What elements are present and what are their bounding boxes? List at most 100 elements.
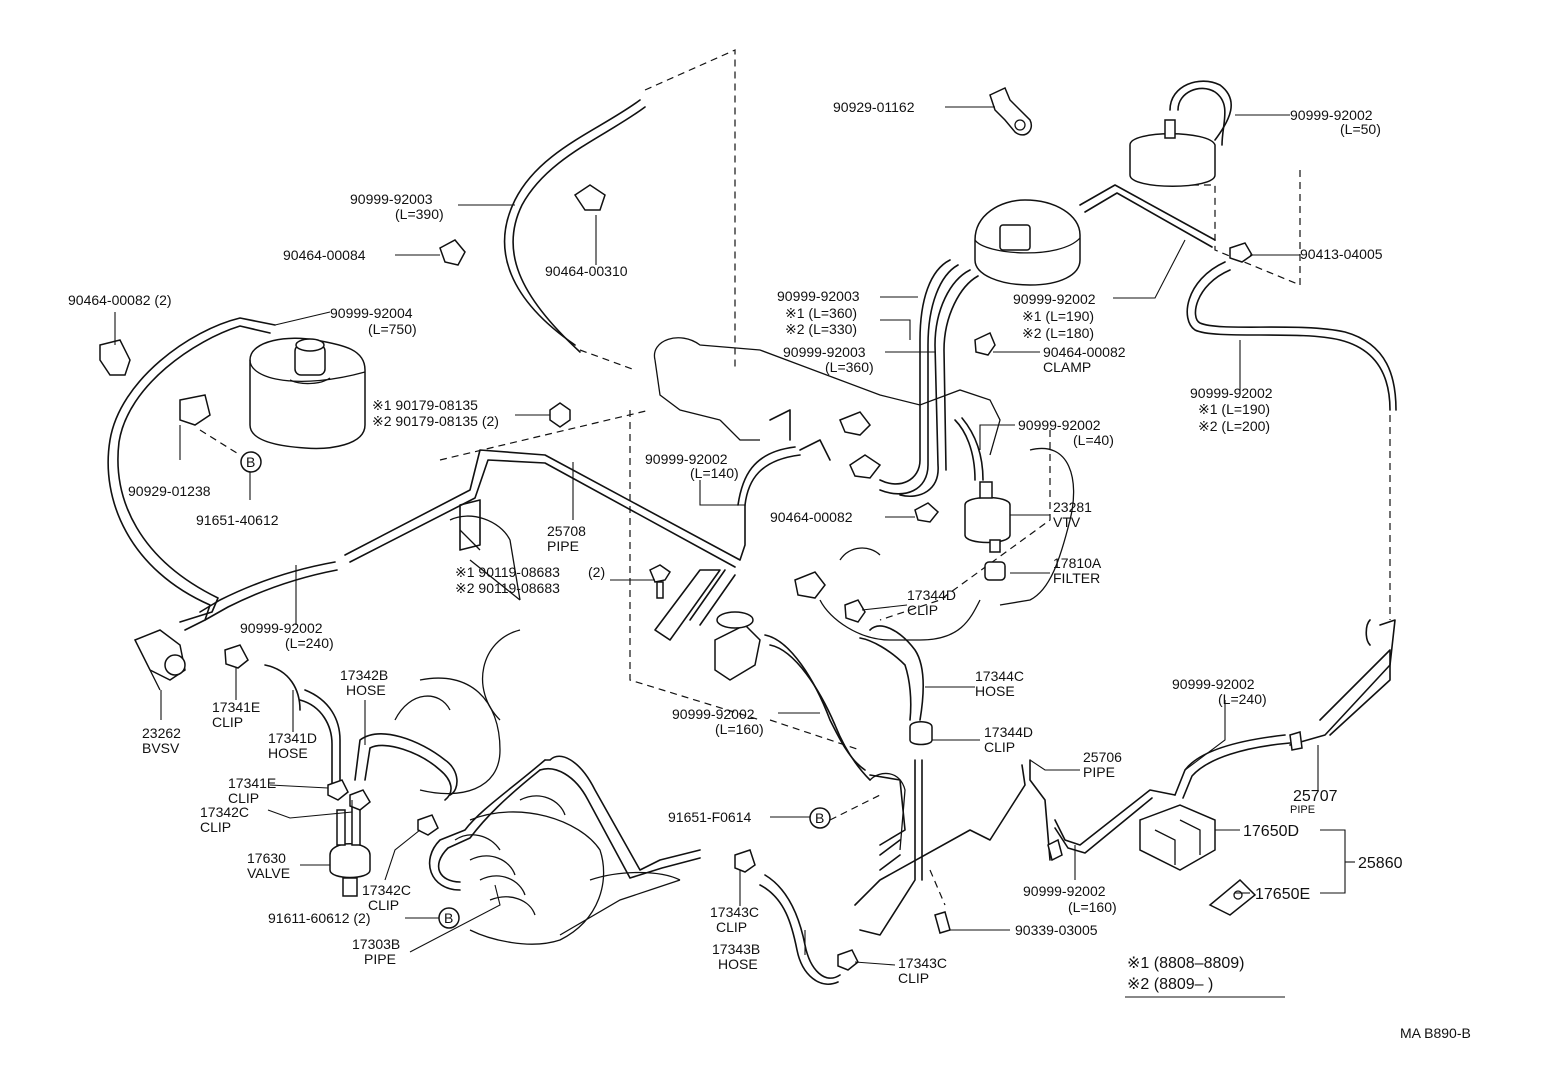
- label-m2-l180: ※2 (L=180): [1022, 325, 1094, 341]
- label-clip-17343c-a: CLIP: [716, 919, 747, 935]
- label-hose-17341d: HOSE: [268, 745, 308, 761]
- label-90999-92004: 90999-92004: [330, 305, 413, 321]
- label-91651-40612: 91651-40612: [196, 512, 279, 528]
- legend: ※1 (8808–8809) ※2 (8809– ): [1127, 955, 1245, 993]
- label-pipe-25706: PIPE: [1083, 764, 1115, 780]
- label-91651-f0614: 91651-F0614: [668, 809, 752, 825]
- label-90464-00082-clamp: 90464-00082: [1043, 344, 1126, 360]
- label-17344c: 17344C: [975, 668, 1024, 684]
- engine-outline: [394, 337, 1075, 945]
- label-17344d-b: 17344D: [984, 724, 1033, 740]
- label-l360: (L=360): [825, 359, 874, 375]
- label-l240: (L=240): [285, 635, 334, 651]
- label-clip-17341e-b: CLIP: [228, 790, 259, 806]
- b-marker-3-text: B: [444, 910, 453, 926]
- label-hose-17342b: HOSE: [346, 682, 386, 698]
- label-valve: VALVE: [247, 865, 290, 881]
- label-m1-l190: ※1 (L=190): [1022, 308, 1094, 324]
- small-tank-component: [1129, 119, 1216, 187]
- label-17343b: 17343B: [712, 941, 760, 957]
- b-marker-1-text: B: [246, 454, 255, 470]
- label-25707: 25707: [1293, 788, 1338, 805]
- label-m2-l330: ※2 (L=330): [785, 321, 857, 337]
- label-clip-17342c-b: CLIP: [368, 897, 399, 913]
- label-90999-92002-l160a: 90999-92002: [672, 706, 755, 722]
- label-17303b: 17303B: [352, 936, 400, 952]
- label-l40: (L=40): [1073, 432, 1114, 448]
- filter-component: [984, 561, 1006, 581]
- label-90464-00084: 90464-00084: [283, 247, 366, 263]
- label-clamp: CLAMP: [1043, 359, 1091, 375]
- diagram-code: MA B890-B: [1400, 1025, 1471, 1041]
- label-m1-90119-qty: (2): [588, 564, 605, 580]
- label-90999-92002-l240: 90999-92002: [240, 620, 323, 636]
- label-91611-60612: 91611-60612 (2): [268, 910, 370, 926]
- part-labels: 90999-92003 (L=390) 90464-00084 90464-00…: [68, 99, 1403, 986]
- reference-dashed-lines: [199, 49, 1391, 906]
- b-markers: B B B: [240, 451, 831, 929]
- label-l140: (L=140): [690, 465, 739, 481]
- label-17342b: 17342B: [340, 667, 388, 683]
- label-l240b: (L=240): [1218, 691, 1267, 707]
- legend-item-2: ※2 (8809– ): [1127, 976, 1213, 993]
- label-m1-l360: ※1 (L=360): [785, 305, 857, 321]
- label-90999-92002-top: 90999-92002: [1290, 107, 1373, 123]
- label-90464-00310: 90464-00310: [545, 263, 628, 279]
- label-hose-17344c: HOSE: [975, 683, 1015, 699]
- label-90999-92002-r2: 90999-92002: [1190, 385, 1273, 401]
- label-filter: FILTER: [1053, 570, 1100, 586]
- label-90413-04005: 90413-04005: [1300, 246, 1383, 262]
- label-clip-17344d-b: CLIP: [984, 739, 1015, 755]
- canister-component: [249, 337, 366, 450]
- b-marker-3: [438, 907, 460, 929]
- bracket-17650e-component: [1208, 878, 1257, 916]
- label-90339-03005: 90339-03005: [1015, 922, 1098, 938]
- label-25708: 25708: [547, 523, 586, 539]
- label-l750: (L=750): [368, 321, 417, 337]
- label-23262: 23262: [142, 725, 181, 741]
- leader-lines: [114, 106, 1355, 998]
- label-17341d: 17341D: [268, 730, 317, 746]
- label-m1-90179: ※1 90179-08135: [372, 397, 478, 413]
- egr-valve-component: [714, 611, 761, 681]
- label-90929-01162: 90929-01162: [833, 99, 915, 115]
- label-clip-17344d-a: CLIP: [907, 602, 938, 618]
- label-bvsv: BVSV: [142, 740, 180, 756]
- label-17341e-a: 17341E: [212, 699, 260, 715]
- label-90999-92003-mid: 90999-92003: [777, 288, 860, 304]
- label-pipe-17303b: PIPE: [364, 951, 396, 967]
- label-hose-17343b: HOSE: [718, 956, 758, 972]
- label-l160a: (L=160): [715, 721, 764, 737]
- label-pipe-25708: PIPE: [547, 538, 579, 554]
- label-l50: (L=50): [1340, 121, 1381, 137]
- label-pipe-25707: PIPE: [1290, 804, 1315, 816]
- label-90999-92002-r1: 90999-92002: [1013, 291, 1096, 307]
- label-17650e: 17650E: [1255, 886, 1310, 903]
- legend-item-1: ※1 (8808–8809): [1127, 955, 1245, 972]
- label-17341e-b: 17341E: [228, 775, 276, 791]
- valve-17630-component: [329, 804, 371, 897]
- label-90999-92002-l40: 90999-92002: [1018, 417, 1101, 433]
- b-marker-2-text: B: [815, 810, 824, 826]
- label-90999-92002-l160b: 90999-92002: [1023, 883, 1106, 899]
- vsv-17650d-component: [1139, 804, 1216, 871]
- label-clip-17342c-a: CLIP: [200, 819, 231, 835]
- hoses-and-pipes: [107, 80, 1397, 985]
- label-m1-l190b: ※1 (L=190): [1198, 401, 1270, 417]
- label-90999-92003-top: 90999-92003: [350, 191, 433, 207]
- label-25706: 25706: [1083, 749, 1122, 765]
- label-m2-90119: ※2 90119-08683: [455, 580, 560, 596]
- label-clip-17341e-a: CLIP: [212, 714, 243, 730]
- label-90999-92002-l140: 90999-92002: [645, 451, 728, 467]
- label-17344d-a: 17344D: [907, 587, 956, 603]
- b-marker-1: [240, 451, 262, 473]
- label-90999-92002-l240b: 90999-92002: [1172, 676, 1255, 692]
- label-90999-92003-mid2: 90999-92003: [783, 344, 866, 360]
- label-17810a: 17810A: [1053, 555, 1102, 571]
- label-clip-17343c-b: CLIP: [898, 970, 929, 986]
- label-17342c-a: 17342C: [200, 804, 249, 820]
- label-90464-00082-2: 90464-00082 (2): [68, 292, 172, 308]
- label-vtv: VTV: [1053, 514, 1081, 530]
- vacuum-tank-component: [974, 199, 1081, 286]
